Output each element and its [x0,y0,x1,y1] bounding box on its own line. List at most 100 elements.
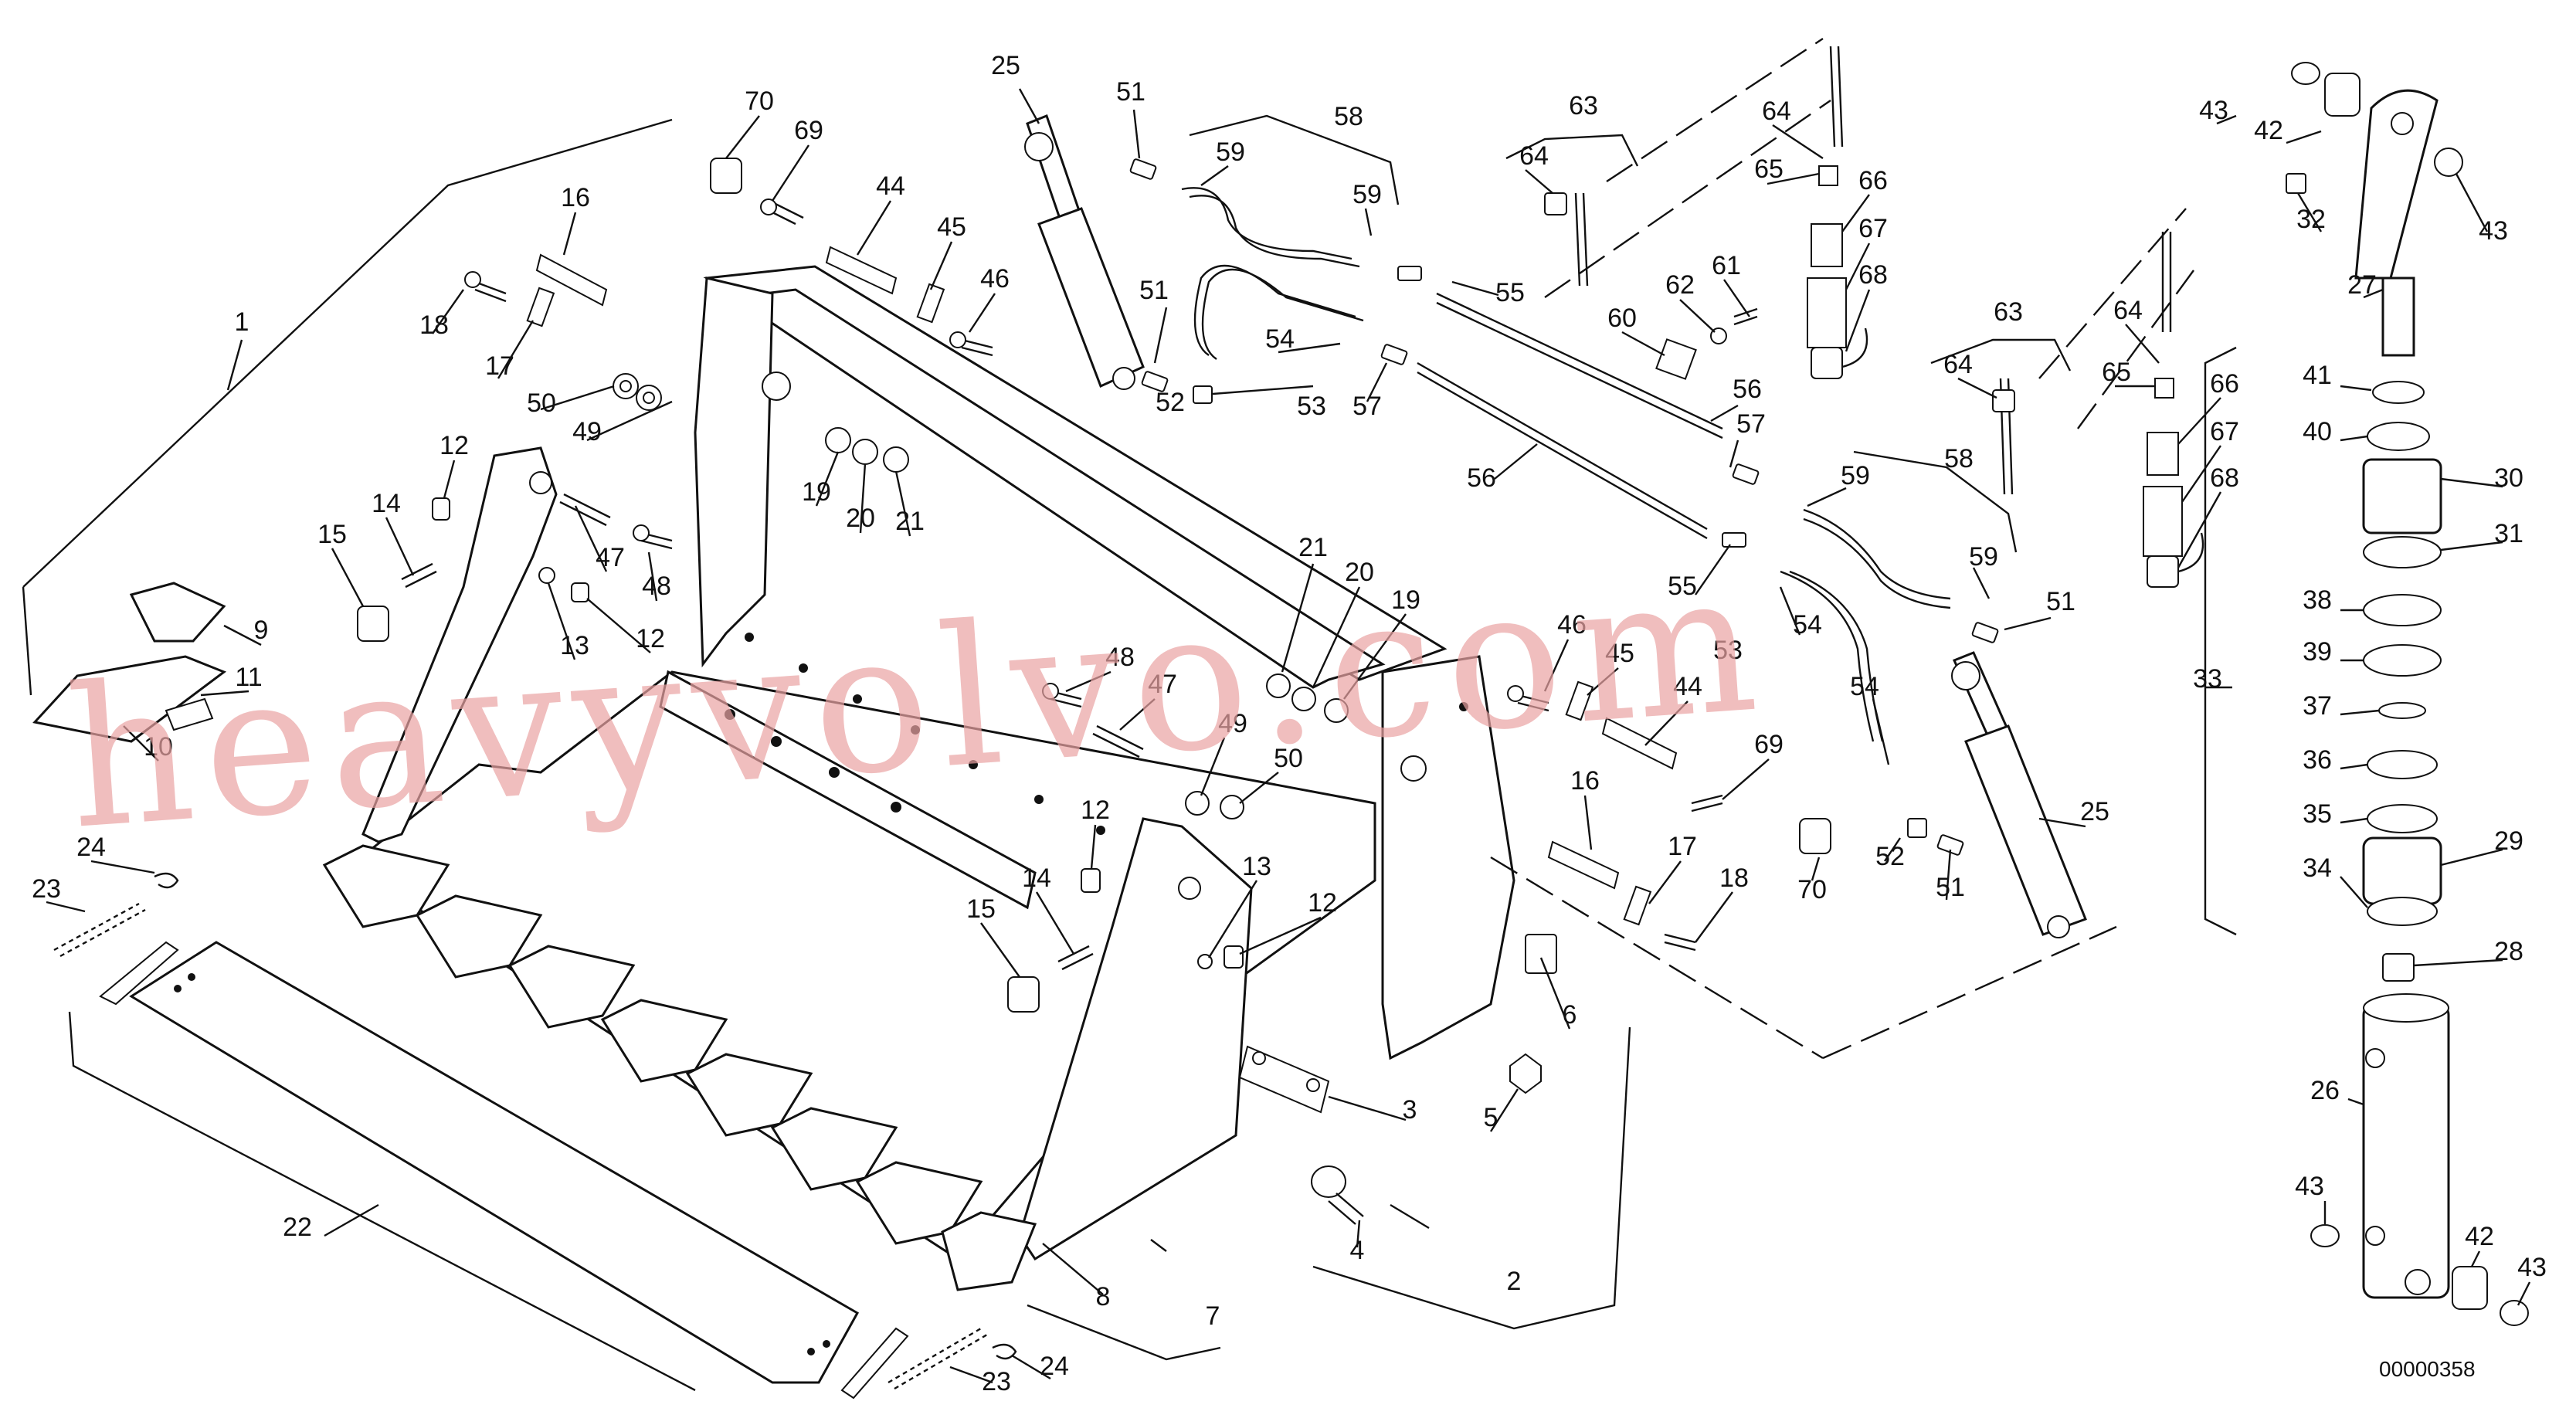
fitting-57b [1732,463,1760,485]
callout-65: 65 [2102,358,2131,387]
left-mount-plate [361,446,558,843]
callout-16: 16 [561,183,590,212]
cylinder-barrel [1037,207,1145,388]
piston-rod [2381,277,2415,357]
callout-51: 51 [1116,77,1145,107]
fittings [1129,158,2204,856]
ring-38 [2363,594,2442,626]
bucket-assembly [361,265,1515,1261]
callout-23: 23 [982,1367,1011,1396]
callout-3: 3 [1403,1095,1417,1125]
callout-18: 18 [1719,863,1749,893]
callout-55: 55 [1668,572,1697,601]
callout-59: 59 [1841,461,1870,490]
tee-55b [1722,532,1746,548]
bracket-33 [2204,346,2237,936]
elbow-52 [1193,385,1213,404]
fitting-51d [1936,834,1964,856]
bushing-12c [1081,868,1101,893]
callout-31: 31 [2494,519,2523,548]
retainer-pin [165,697,214,731]
callout-12: 12 [1081,796,1110,825]
callout-44: 44 [1673,672,1702,701]
bolt-18b [1664,933,1696,952]
callout-68: 68 [1858,260,1888,290]
fitting-51 [1129,158,1157,180]
group-bracket-1 [22,118,673,588]
callout-56: 56 [1733,375,1762,404]
tooth [600,999,728,1083]
callout-25: 25 [2080,797,2109,826]
callout-50: 50 [527,388,556,418]
fitting-57 [1380,344,1408,365]
callout-35: 35 [2303,799,2332,829]
callout-2: 2 [1507,1267,1522,1296]
callout-40: 40 [2303,417,2332,446]
callout-69: 69 [1754,730,1784,759]
pin-47b [1092,724,1144,758]
callout-18: 18 [419,310,449,340]
adapter-66 [1811,223,1843,267]
hose-top-b [2161,232,2172,332]
washer-13 [538,567,555,584]
callout-64: 64 [1943,350,1973,379]
callout-42: 42 [2254,116,2283,145]
clip-24 [154,872,179,889]
spring-23 [53,902,146,958]
rod-eye-27 [2354,89,2439,280]
callout-58: 58 [1944,444,1974,473]
callout-6: 6 [1563,1000,1577,1030]
callout-21: 21 [1298,533,1328,562]
nut-28 [2382,953,2415,982]
callout-22: 22 [283,1213,312,1242]
pin-16b [1547,840,1620,890]
elbow-64 [1544,192,1567,215]
callout-57: 57 [1736,409,1766,439]
callout-55: 55 [1495,278,1525,307]
springs [53,872,1017,1390]
callout-46: 46 [1557,610,1587,640]
pin-44b [1601,717,1678,770]
bracket-60 [1655,338,1697,380]
callout-15: 15 [966,894,996,924]
callout-47: 47 [596,543,625,572]
seal-43c [2310,1224,2340,1247]
bushing-70 [710,158,742,194]
callout-20: 20 [846,504,875,533]
callout-7: 7 [1206,1301,1220,1331]
callout-43: 43 [2295,1172,2324,1201]
gland-30 [2362,458,2442,534]
pipe-56 [1417,371,1708,540]
seal-43 [2434,148,2463,177]
callout-1: 1 [235,307,249,337]
coupling-67b [2143,486,2183,557]
callout-8: 8 [1096,1282,1111,1311]
callout-59: 59 [1216,137,1245,167]
callout-51: 51 [1139,276,1169,305]
callout-24: 24 [76,833,106,862]
fitting-51 [1141,371,1169,392]
piston-29 [2362,836,2442,905]
tooth [941,1211,1037,1291]
callout-58: 58 [1334,102,1363,131]
callout-9: 9 [254,616,269,645]
callout-49: 49 [572,417,602,446]
pipe-56 [1417,361,1708,531]
hose-53b [1780,570,1875,742]
bolt-46 [961,338,993,357]
spring-23 [888,1327,988,1390]
pin-44 [825,246,898,295]
callout-12: 12 [440,431,469,460]
callout-43: 43 [2479,216,2508,246]
callout-54: 54 [1265,324,1295,354]
bushing-12b [571,582,589,602]
seal-43 [2291,62,2320,85]
grease-nipple-69b [1691,794,1723,813]
lock-plate-45 [916,283,945,324]
callout-63: 63 [1569,91,1598,120]
hose-top [1829,46,1844,148]
callout-70: 70 [1797,875,1827,904]
callout-29: 29 [2494,826,2523,856]
callout-38: 38 [2303,585,2332,615]
